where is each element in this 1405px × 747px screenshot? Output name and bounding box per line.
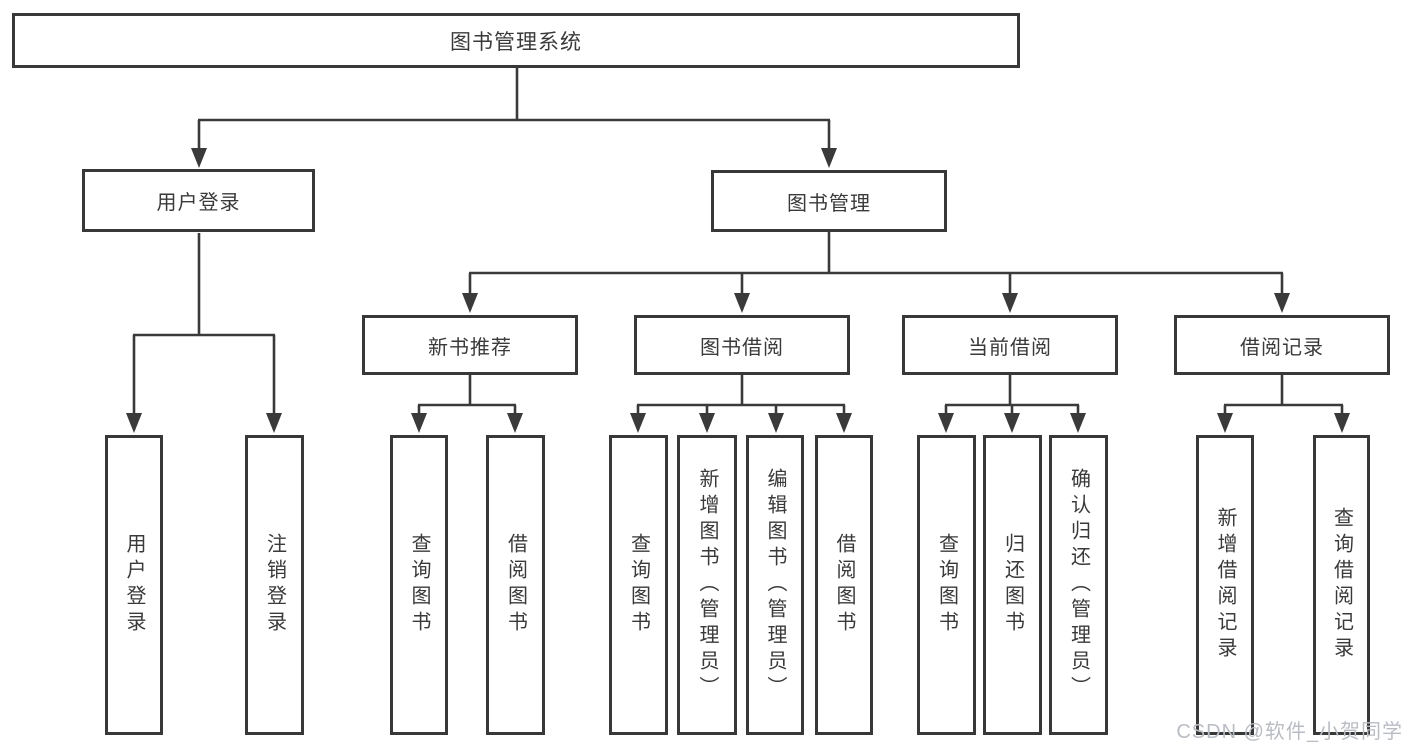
leaf-add-borrow-record: 新增借阅记录 (1196, 435, 1254, 735)
leaf-add-books-admin: 新增图书（管理员） (677, 435, 737, 735)
leaf-query-borrow-record: 查询借阅记录 (1313, 435, 1370, 735)
node-user-login: 用户登录 (82, 169, 315, 232)
node-borrowing-records: 借阅记录 (1174, 315, 1390, 375)
node-label: 新增图书（管理员） (696, 468, 718, 702)
node-label: 图书借阅 (700, 336, 784, 359)
leaf-user-login: 用户登录 (105, 435, 163, 735)
node-library-management-system: 图书管理系统 (12, 13, 1020, 68)
node-label: 编辑图书（管理员） (764, 468, 786, 702)
node-label: 查询图书 (627, 533, 650, 637)
leaf-query-books-borrowing: 查询图书 (609, 435, 668, 735)
node-label: 查询图书 (935, 533, 958, 637)
node-label: 图书管理系统 (450, 30, 582, 54)
node-label: 借阅记录 (1240, 336, 1324, 359)
node-label: 当前借阅 (968, 336, 1052, 359)
node-label: 借阅图书 (504, 533, 527, 637)
node-new-book-recommendation: 新书推荐 (362, 315, 578, 375)
leaf-query-books-recommend: 查询图书 (390, 435, 448, 735)
leaf-confirm-return-admin: 确认归还（管理员） (1049, 435, 1108, 735)
leaf-query-books-current: 查询图书 (917, 435, 976, 735)
leaf-borrow-books-borrowing: 借阅图书 (815, 435, 873, 735)
node-label: 确认归还（管理员） (1067, 468, 1090, 702)
node-label: 归还图书 (1001, 533, 1024, 637)
leaf-return-books: 归还图书 (983, 435, 1042, 735)
leaf-edit-books-admin: 编辑图书（管理员） (746, 435, 804, 735)
node-label: 新书推荐 (428, 336, 512, 359)
node-label: 用户登录 (156, 192, 241, 214)
node-label: 图书管理 (787, 192, 871, 215)
node-book-management: 图书管理 (711, 170, 947, 232)
node-current-borrowing: 当前借阅 (902, 315, 1118, 375)
node-book-borrowing: 图书借阅 (634, 315, 850, 375)
node-label: 注销登录 (263, 533, 286, 637)
node-label: 借阅图书 (833, 533, 855, 637)
node-label: 查询图书 (408, 533, 430, 637)
leaf-logout: 注销登录 (245, 435, 304, 735)
leaf-borrow-books-recommend: 借阅图书 (486, 435, 545, 735)
node-label: 查询借阅记录 (1330, 507, 1353, 663)
node-label: 用户登录 (123, 533, 145, 637)
node-label: 新增借阅记录 (1214, 507, 1236, 663)
watermark-text: CSDN @软件_小贺同学 (1176, 721, 1403, 743)
